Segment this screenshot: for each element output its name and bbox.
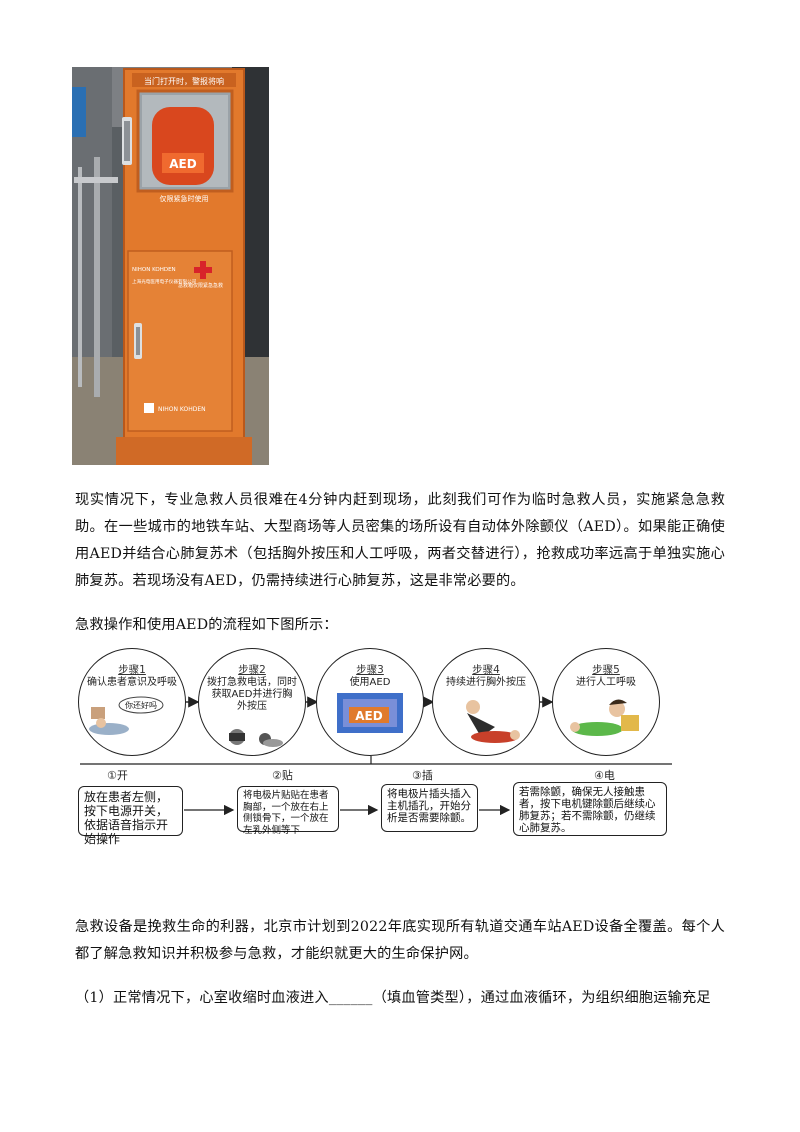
substep-1-label: ①开 <box>107 769 128 782</box>
substep-3-box: 将电极片插头插入主机插孔，开始分析是否需要除颤。 <box>381 784 478 832</box>
step-2-title: 步骤2 <box>238 664 266 676</box>
brand-text: NIHON KOHDEN <box>132 267 176 273</box>
step-4-desc: 持续进行胸外按压 <box>446 677 526 688</box>
company-text: 上海光电医用电子仪器有限公司 <box>132 278 197 285</box>
aed-device-label: AED <box>169 157 196 171</box>
check-patient-illustration: 你还好吗 <box>89 696 164 735</box>
call-help-illustration <box>229 729 283 747</box>
speech-bubble-text: 你还好吗 <box>125 700 157 710</box>
aed-cabinet-illustration: 当门打开时，警报将响 AED 仅限紧急时使用 NIHON KOHDEN 上海光电… <box>72 67 269 465</box>
emergency-use-label: 仅限紧急时使用 <box>160 194 209 203</box>
logo-text: NIHON KOHDEN <box>158 406 206 413</box>
step-5-desc: 进行人工呼吸 <box>576 677 636 688</box>
closing-paragraph: 急救设备是挽救生命的利器，北京市计划到2022年底实现所有轨道交通车站AED设备… <box>75 919 725 962</box>
step-4-title: 步骤4 <box>472 664 500 676</box>
step-3-desc: 使用AED <box>349 677 391 688</box>
substep-4-label: ④电 <box>594 769 615 782</box>
step-2-circle: 步骤2 拨打急救电话，同时获取AED并进行胸外按压 <box>198 648 306 756</box>
step-1-title: 步骤1 <box>118 664 146 676</box>
aed-device-icon: AED <box>337 693 403 733</box>
step-3-title: 步骤3 <box>356 664 384 676</box>
step-5-circle: 步骤5 进行人工呼吸 <box>552 648 660 756</box>
step-4-circle: 步骤4 持续进行胸外按压 <box>432 648 540 756</box>
flowchart-connectors <box>80 696 672 816</box>
step-3-circle: 步骤3 使用AED AED <box>316 648 424 756</box>
top-sign-text: 当门打开时，警报将响 <box>144 76 224 86</box>
rescue-breathing-illustration <box>570 699 639 736</box>
step-5-title: 步骤5 <box>592 664 620 676</box>
aed-cabinet-photo: 当门打开时，警报将响 AED 仅限紧急时使用 NIHON KOHDEN 上海光电… <box>72 67 269 465</box>
intro-paragraph: 现实情况下，专业急救人员很难在4分钟内赶到现场，此刻我们可作为临时急救人员，实施… <box>75 492 725 589</box>
step-2-desc: 拨打急救电话，同时获取AED并进行胸外按压 <box>207 677 297 712</box>
aed-icon-label: AED <box>355 709 382 723</box>
substep-2-box: 将电极片贴贴在患者胸部，一个放在右上侧锁骨下，一个放在左乳外侧等下 <box>237 786 339 836</box>
aed-flowchart: 步骤1 确认患者意识及呼吸 你还好吗 步骤2 拨打急救电话，同时获取AED并进行… <box>72 645 682 846</box>
step-1-desc: 确认患者意识及呼吸 <box>87 677 177 688</box>
substep-2-label: ②贴 <box>272 769 293 782</box>
substep-3-label: ③插 <box>412 769 433 782</box>
flow-intro-paragraph: 急救操作和使用AED的流程如下图所示： <box>75 617 338 633</box>
step-1-circle: 步骤1 确认患者意识及呼吸 你还好吗 <box>78 648 186 756</box>
chest-compression-illustration <box>466 700 520 743</box>
question-1: （1）正常情况下，心室收缩时血液进入______（填血管类型），通过血液循环，为… <box>75 990 711 1006</box>
substep-4-box: 若需除颤，确保无人接触患者，按下电机键除颤后继续心肺复苏；若不需除颤，仍继续心肺… <box>513 782 667 836</box>
emergency-kit-text: 急救箱仅限紧急急救 <box>178 282 223 289</box>
substep-1-box: 放在患者左侧，按下电源开关，依据语音指示开始操作 <box>78 786 183 846</box>
